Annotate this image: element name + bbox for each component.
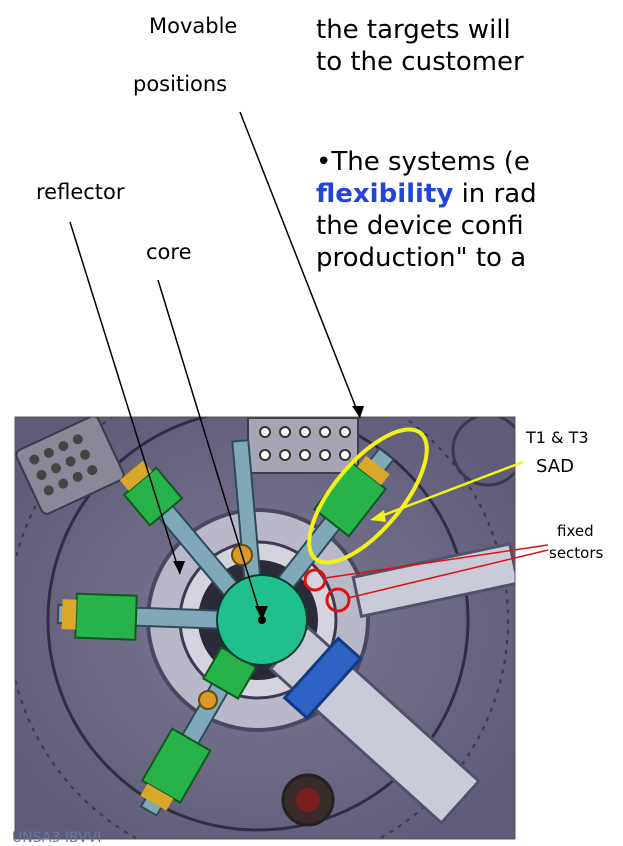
paragraph-line-1: the targets will — [316, 15, 511, 45]
gold-fixture — [198, 690, 218, 710]
callout-core-line — [157, 279, 263, 621]
positions-label: positions — [133, 72, 228, 96]
reflector-label: reflector — [36, 180, 125, 204]
paragraph-bullet-line: •The systems (e — [316, 147, 530, 177]
flexibility-highlight: flexibility — [316, 179, 454, 209]
top-panel — [247, 417, 359, 474]
callout-positions-arrow — [352, 406, 364, 418]
callout-positions-line — [239, 111, 361, 419]
callout-core-arrow — [255, 606, 268, 620]
fixed-callout-line — [324, 544, 549, 579]
sectors-label: sectors — [549, 544, 604, 562]
sad-label: SAD — [536, 456, 574, 477]
fixed-label: fixed — [557, 522, 594, 540]
fixed-sector-circle — [325, 587, 351, 613]
fixed-sector-circle — [303, 568, 327, 592]
lower-vessel-core — [296, 788, 320, 812]
outer-ring — [15, 417, 509, 839]
core-label: core — [146, 240, 192, 264]
connector-block — [15, 417, 125, 515]
sad-arrow-head — [370, 510, 386, 522]
cad-image — [15, 417, 515, 839]
ring-2 — [46, 417, 470, 832]
slide-paragraph-bullet: •The systems (e flexibility in rad the d… — [316, 146, 537, 274]
sad-arrow-line — [375, 460, 524, 520]
cad-image-frame — [14, 416, 516, 840]
movable-highlight-ellipse — [307, 427, 429, 565]
footer-text: UNSA3 IBVVI — [12, 830, 102, 846]
t1-t3-label: T1 & T3 — [526, 428, 589, 447]
paragraph-line-4-rest: in rad — [453, 179, 537, 209]
movable-label: Movable — [149, 14, 238, 38]
paragraph-line-2: to the customer — [316, 47, 524, 77]
paragraph-line-5: the device confi — [316, 211, 524, 241]
paragraph-line-6: production" to a — [316, 243, 527, 273]
right-ring — [451, 417, 515, 487]
fixed-callout-line — [347, 549, 549, 599]
paragraph-flexibility-line: flexibility in rad — [316, 178, 537, 210]
callout-reflector-arrow — [173, 561, 185, 574]
callout-reflector-line — [69, 221, 181, 575]
slide-paragraph: the targets will to the customer — [316, 14, 524, 78]
